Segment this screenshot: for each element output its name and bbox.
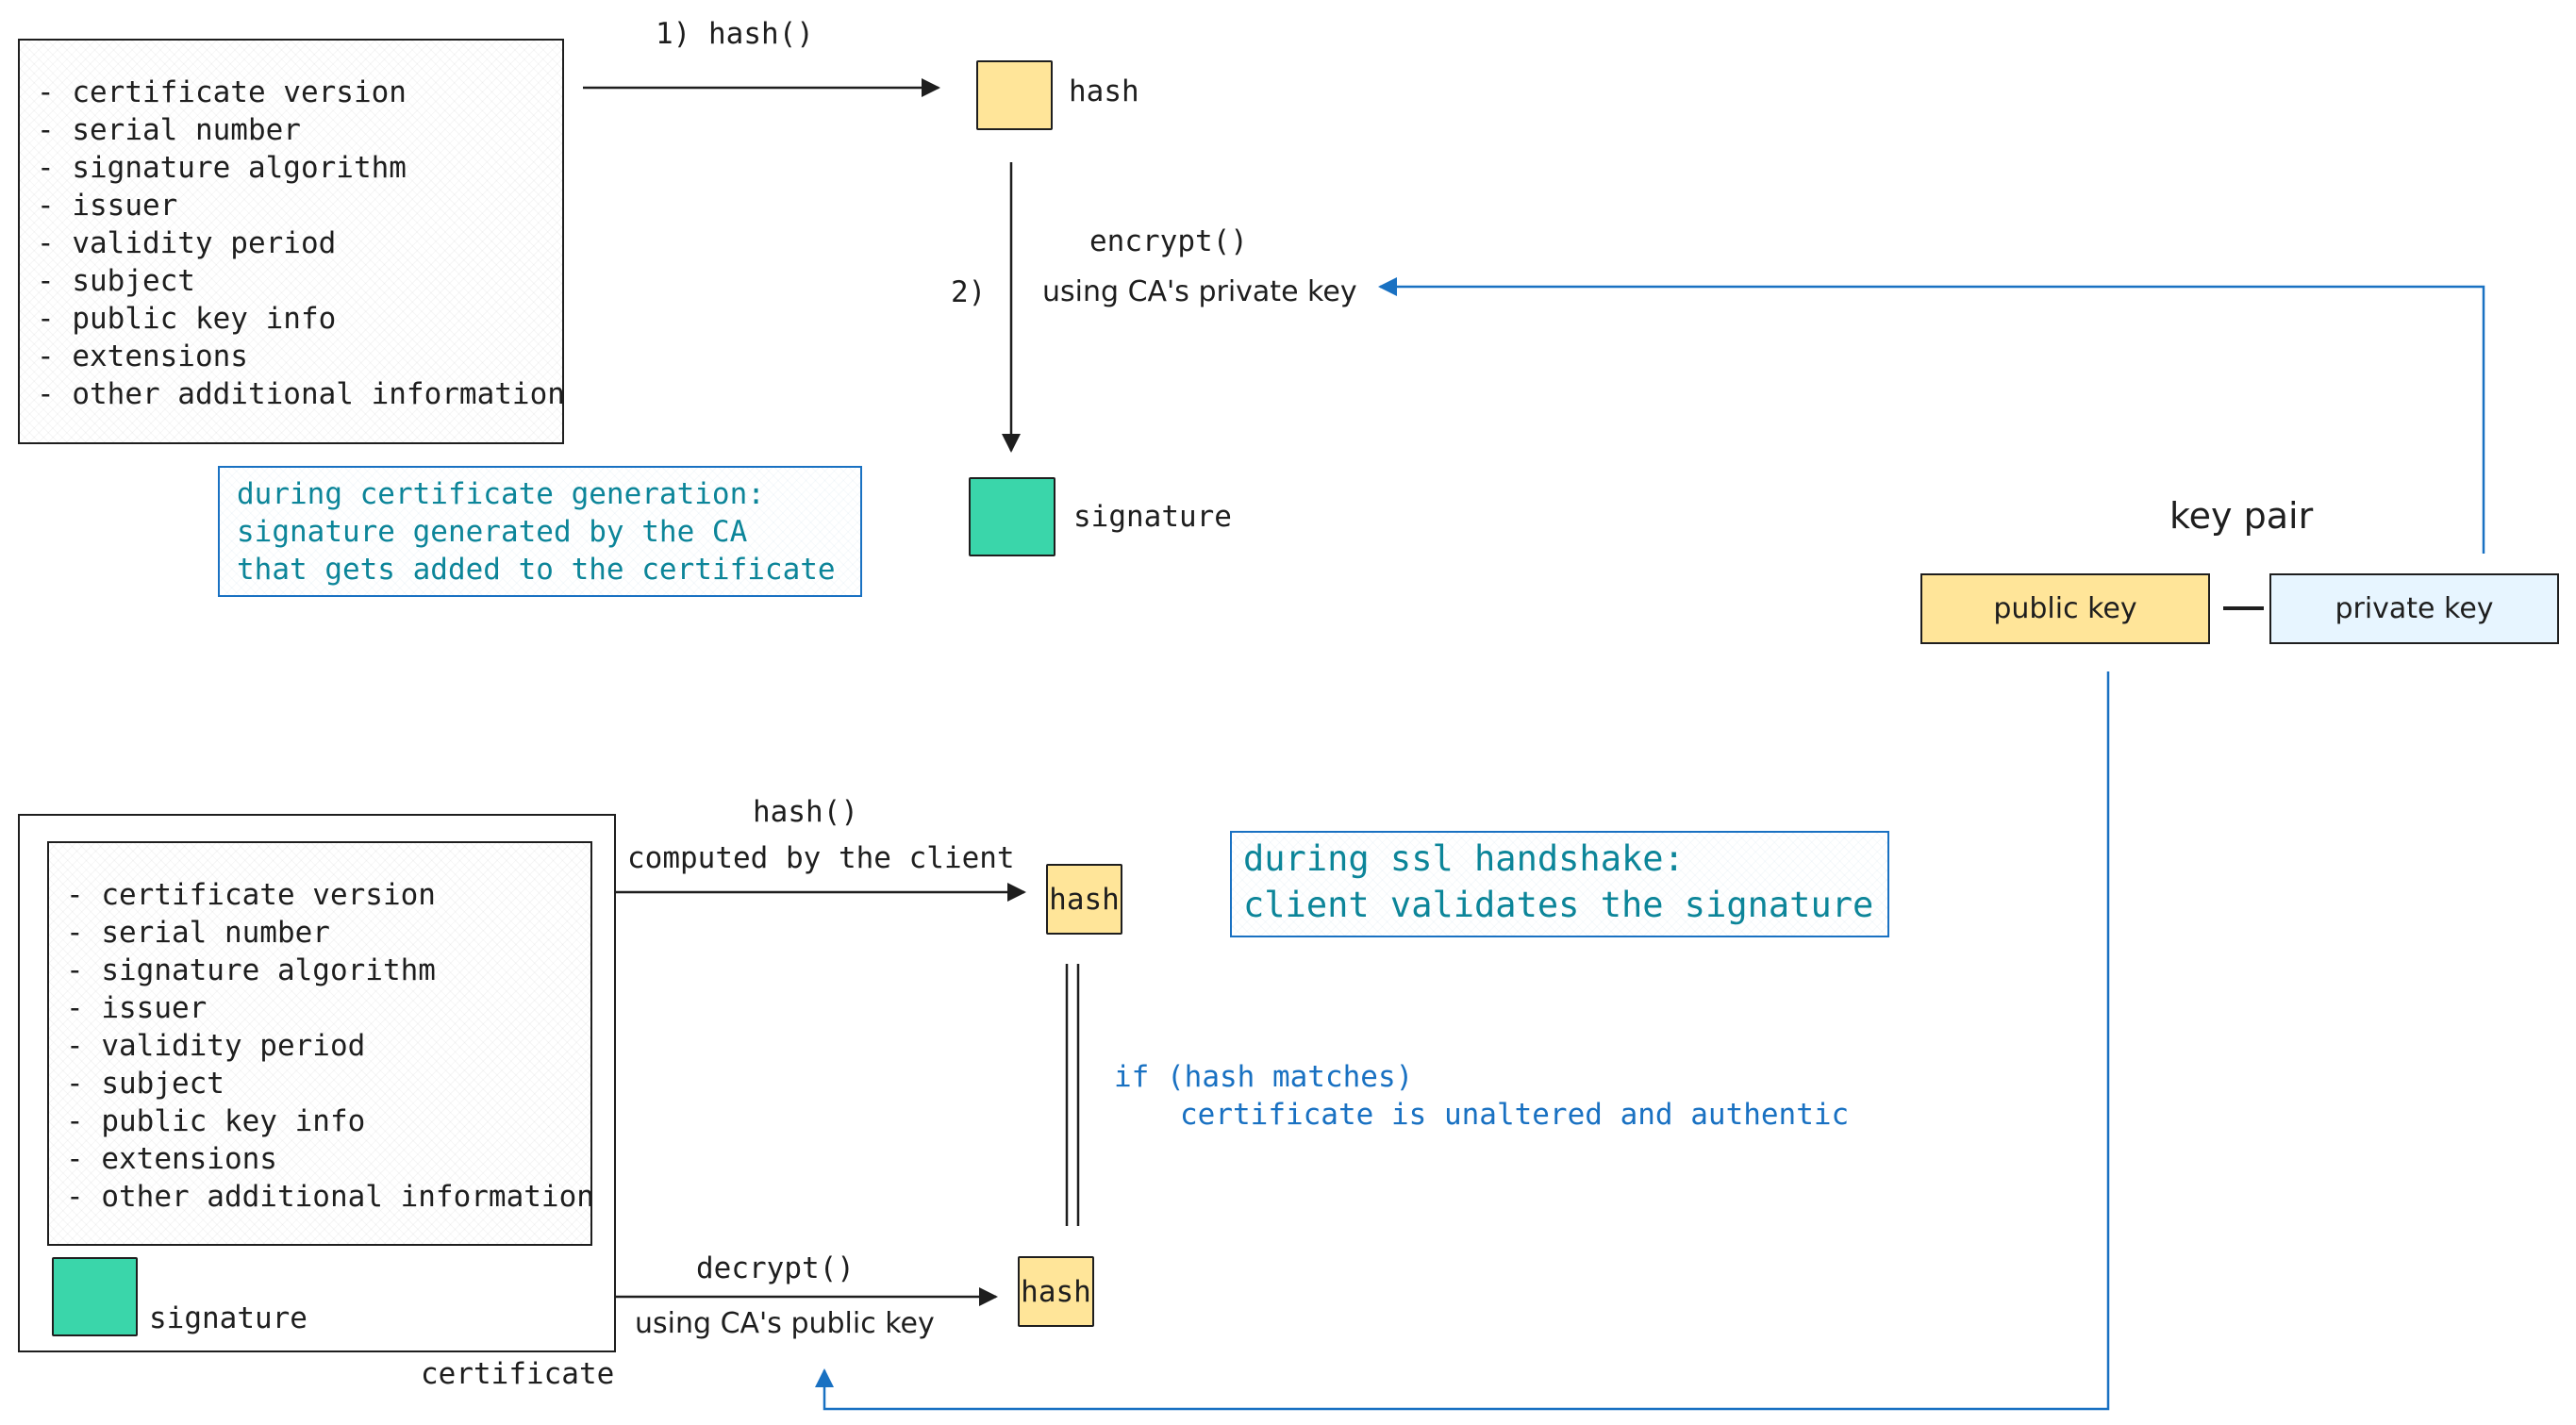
- field-item: - extensions: [37, 340, 248, 373]
- private-key-to-encrypt-arrow: [1378, 277, 2485, 554]
- certificate-label: certificate: [421, 1357, 615, 1391]
- field-item: - signature algorithm: [66, 953, 436, 987]
- field-item: - subject: [66, 1067, 224, 1101]
- generation-note-line: that gets added to the certificate: [237, 553, 836, 587]
- hash-label-generation: hash: [1069, 75, 1139, 108]
- decrypt-key-label: using CA's public key: [635, 1307, 935, 1340]
- field-item: - serial number: [37, 113, 301, 147]
- generation-note-line: during certificate generation:: [237, 477, 765, 511]
- field-item: - serial number: [66, 916, 330, 950]
- signature-label-validation: signature: [149, 1301, 307, 1335]
- private-key-label: private key: [2335, 592, 2494, 625]
- public-key-box: public key: [1920, 573, 2210, 644]
- hash-label-validation-bottom: hash: [1021, 1274, 1091, 1309]
- field-item: - public key info: [66, 1104, 366, 1138]
- signature-square-validation: [52, 1257, 138, 1336]
- signature-label-generation: signature: [1073, 500, 1232, 534]
- certificate-fields-list-validation: - certificate version - serial number - …: [66, 876, 594, 1216]
- field-item: - other additional information: [66, 1180, 594, 1214]
- step1-hash-label: 1) hash(): [656, 17, 814, 51]
- signature-square-generation: [969, 477, 1055, 556]
- certificate-fields-list-generation: - certificate version - serial number - …: [37, 74, 565, 413]
- public-key-to-decrypt-arrow: [815, 671, 2110, 1411]
- handshake-note-line: client validates the signature: [1243, 885, 1874, 925]
- hash-match-result: certificate is unaltered and authentic: [1180, 1098, 1850, 1132]
- hash-square-generation: [976, 60, 1053, 130]
- private-key-box: private key: [2269, 573, 2559, 644]
- generation-note-line: signature generated by the CA: [237, 515, 748, 549]
- field-item: - validity period: [37, 226, 337, 260]
- step2-label: 2): [951, 275, 987, 309]
- hash-label-validation-top: hash: [1049, 882, 1120, 917]
- field-item: - issuer: [37, 189, 178, 223]
- field-item: - subject: [37, 264, 195, 298]
- key-pair-title: key pair: [2169, 495, 2314, 537]
- hash-square-validation-top: hash: [1046, 864, 1122, 935]
- field-item: - certificate version: [37, 75, 407, 109]
- certificate-fields-box-validation: - certificate version - serial number - …: [47, 841, 594, 1246]
- field-item: - other additional information: [37, 377, 565, 411]
- field-item: - issuer: [66, 991, 208, 1025]
- field-item: - signature algorithm: [37, 151, 407, 185]
- hash-fn-label-validation: hash(): [753, 795, 858, 829]
- field-item: - validity period: [66, 1029, 366, 1063]
- generation-note: during certificate generation: signature…: [218, 466, 862, 597]
- computed-by-client-label: computed by the client: [627, 841, 1015, 875]
- encrypt-key-label: using CA's private key: [1042, 275, 1357, 308]
- handshake-note: during ssl handshake: client validates t…: [1230, 831, 1889, 937]
- decrypt-label: decrypt(): [696, 1251, 855, 1285]
- hash-square-validation-bottom: hash: [1018, 1256, 1094, 1327]
- encrypt-label: encrypt(): [1089, 224, 1248, 258]
- field-item: - extensions: [66, 1142, 277, 1176]
- field-item: - public key info: [37, 302, 337, 336]
- certificate-fields-box-generation: - certificate version - serial number - …: [18, 39, 565, 444]
- handshake-note-line: during ssl handshake:: [1243, 838, 1685, 879]
- hash-match-condition: if (hash matches): [1114, 1060, 1414, 1094]
- field-item: - certificate version: [66, 878, 436, 912]
- public-key-label: public key: [1993, 592, 2137, 625]
